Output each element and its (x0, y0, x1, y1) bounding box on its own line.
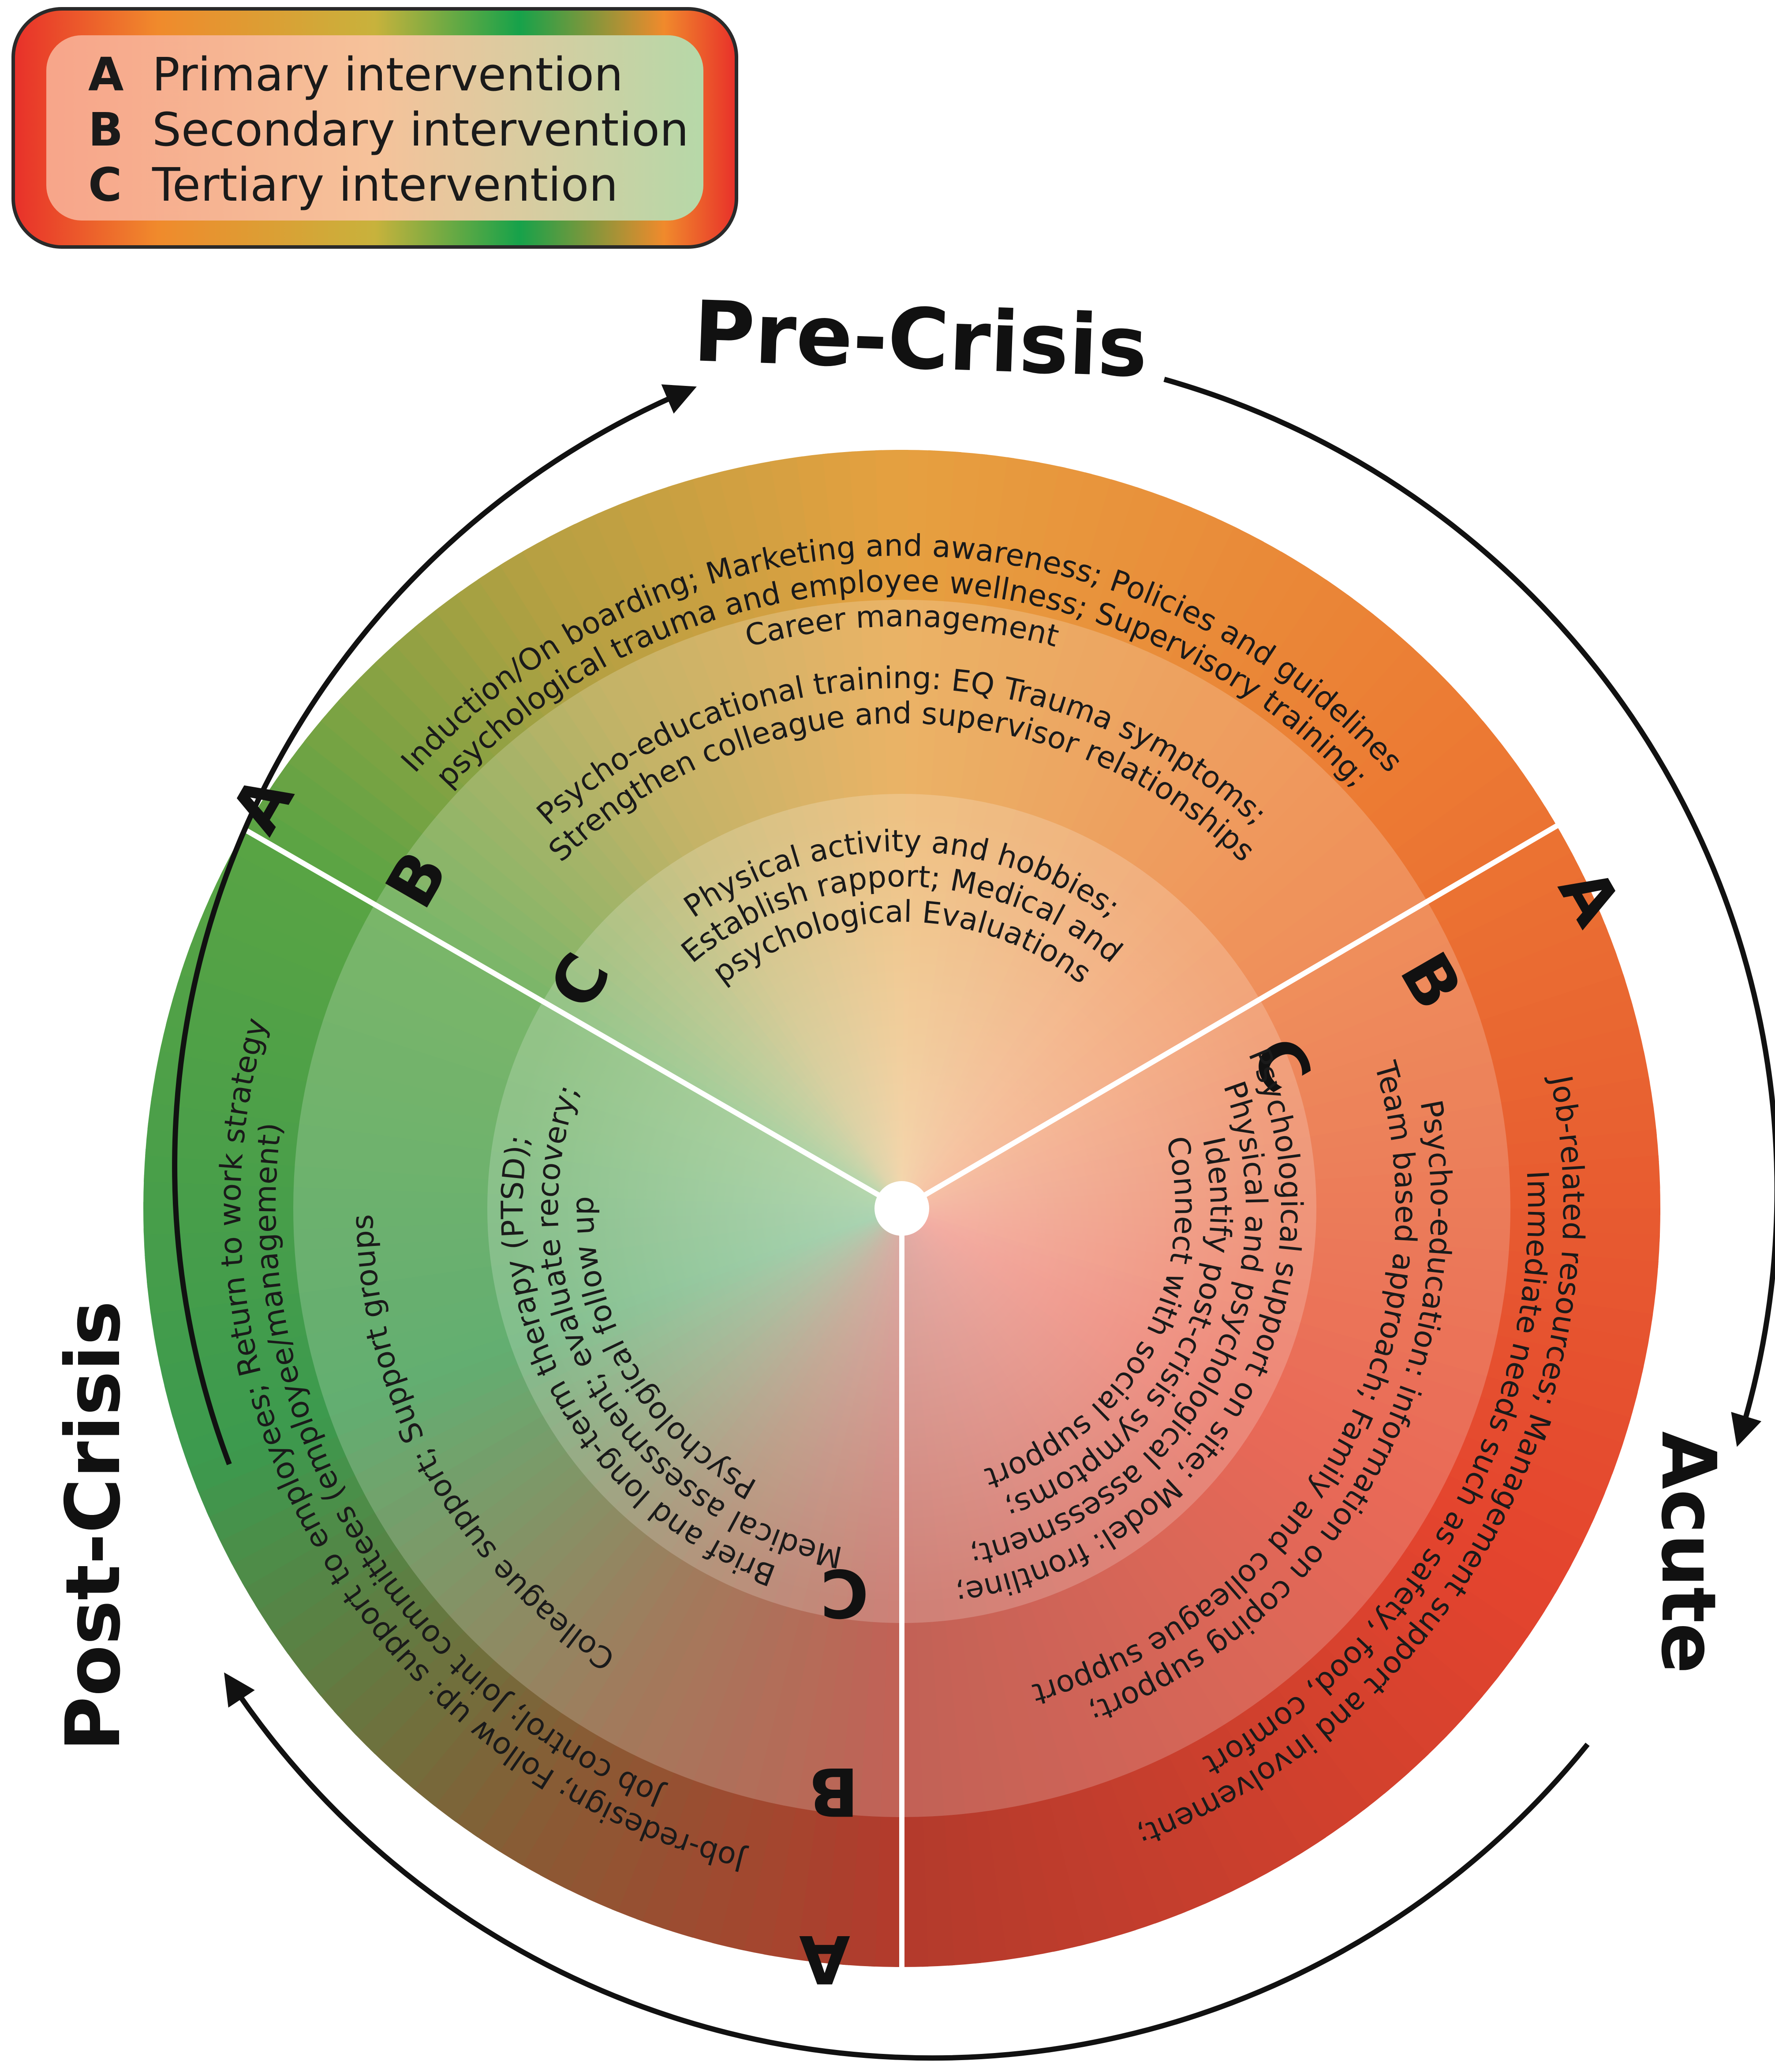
legend-label-tertiary: Tertiary intervention (152, 158, 618, 212)
sector-dividers (224, 815, 1572, 1967)
legend: A Primary intervention B Secondary inter… (11, 7, 738, 249)
letter-c-post: C (820, 1554, 869, 1631)
divider-pre-acute (900, 815, 1572, 1211)
arrow-pre-to-acute (1163, 377, 1775, 1447)
legend-label-primary: Primary intervention (152, 48, 623, 101)
legend-inner (46, 35, 703, 221)
legend-label-secondary: Secondary intervention (152, 103, 689, 157)
legend-letter-a: A (88, 48, 124, 101)
phase-title-pre-crisis: Pre-Crisis (692, 283, 1149, 396)
letter-a-post: A (799, 1920, 850, 1997)
phase-title-acute: Acute (1644, 1431, 1732, 1674)
divider-pre-post (224, 815, 903, 1211)
phase-title-post-crisis: Post-Crisis (50, 1301, 137, 1751)
cycle-arrows (172, 377, 1775, 2061)
letter-b-post: B (808, 1753, 859, 1829)
legend-letter-c: C (88, 158, 122, 212)
center-hub (874, 1181, 929, 1236)
arrow-post-to-pre (172, 384, 697, 1466)
legend-letter-b: B (88, 103, 123, 157)
arrow-acute-to-post (224, 1672, 1590, 2061)
